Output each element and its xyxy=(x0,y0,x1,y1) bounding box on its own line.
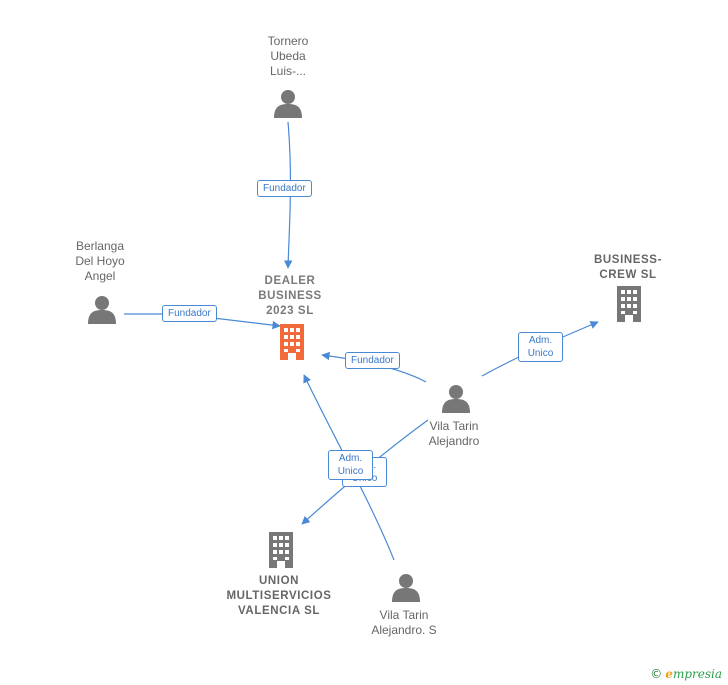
empresia-logo: ©empresia xyxy=(650,667,722,681)
building-icon-union[interactable] xyxy=(269,532,293,568)
edge-label-tornero-fundador[interactable]: Fundador xyxy=(257,180,312,197)
company-label-business-crew[interactable]: BUSINESS-CREW SL xyxy=(593,254,663,281)
person-icon-vila2[interactable] xyxy=(392,574,420,602)
building-icon-business_crew[interactable] xyxy=(617,286,641,322)
edge-tornero-dealer xyxy=(284,121,293,269)
person-icon-tornero[interactable] xyxy=(274,90,302,118)
person-icon-vila1[interactable] xyxy=(442,385,470,413)
edge-label-vila-business-crew[interactable]: Adm.Unico xyxy=(518,332,563,362)
person-icon-berlanga[interactable] xyxy=(88,296,116,324)
building-icon-dealer[interactable] xyxy=(280,324,304,360)
edge-label-berlanga-fundador[interactable]: Fundador xyxy=(162,305,217,322)
edge-label-vila-union[interactable]: Adm.Unico xyxy=(328,450,373,480)
edge-label-vila-fundador[interactable]: Fundador xyxy=(345,352,400,369)
